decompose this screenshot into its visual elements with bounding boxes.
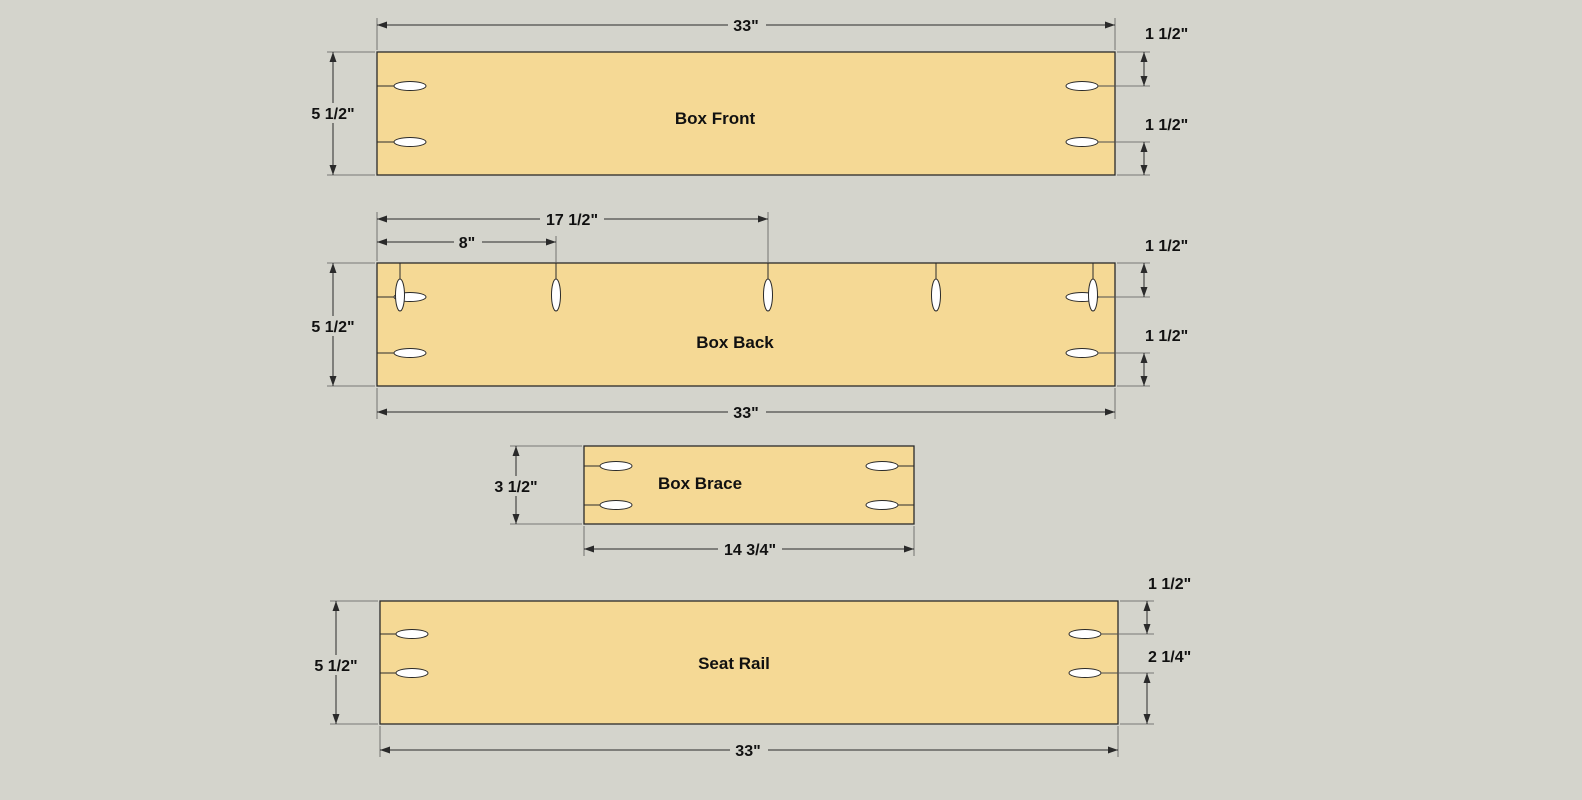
- box-back-first-spacing-text: 8": [459, 235, 475, 252]
- pocket-hole: [1065, 137, 1099, 147]
- box-back-label: Box Back: [696, 333, 774, 352]
- box-back-top-offset-text: 1 1/2": [1145, 238, 1188, 255]
- seat-rail-board: [379, 600, 1119, 725]
- seat-rail-label: Seat Rail: [698, 654, 770, 673]
- box-back-length-text: 33": [733, 405, 758, 422]
- pocket-hole: [1068, 629, 1102, 639]
- box-back-width-dimension: 5 1/2": [306, 262, 375, 387]
- seat-rail-top-offset-text: 1 1/2": [1148, 576, 1191, 593]
- box-back-top-slots: [395, 263, 1098, 312]
- box-back-length-dimension: 33": [376, 388, 1116, 422]
- box-front-length-dimension: 33": [376, 15, 1116, 50]
- pocket-hole: [395, 668, 429, 678]
- box-brace-part: Box Brace 3 1/2" 14 3/4": [489, 445, 915, 559]
- box-front-width-dimension: 5 1/2": [306, 51, 375, 176]
- box-back-hole-offset-dimensions: 1 1/2" 1 1/2": [1098, 238, 1188, 387]
- pocket-hole: [1068, 668, 1102, 678]
- box-front-label: Box Front: [675, 109, 756, 128]
- box-back-width-text: 5 1/2": [311, 319, 354, 336]
- box-back-part: Box Back: [306, 209, 1188, 422]
- box-back-board: [376, 262, 1116, 387]
- seat-rail-part: Seat Rail 5 1/2" 1 1/2" 2 1: [309, 576, 1191, 760]
- box-front-bottom-offset-text: 1 1/2": [1145, 117, 1188, 134]
- box-back-center-spacing-text: 17 1/2": [546, 212, 598, 229]
- box-front-width-text: 5 1/2": [311, 106, 354, 123]
- seat-rail-hole-offset-dimensions: 1 1/2" 2 1/4": [1101, 576, 1191, 725]
- pocket-hole: [865, 500, 899, 510]
- pocket-hole: [393, 348, 427, 358]
- slot: [395, 278, 405, 312]
- seat-rail-length-dimension: 33": [379, 726, 1119, 760]
- slot: [931, 278, 941, 312]
- box-brace-width-dimension: 3 1/2": [489, 445, 582, 525]
- box-brace-board: [583, 445, 915, 525]
- box-front-part: Box Front 33" 5 1/2": [306, 15, 1188, 176]
- pocket-hole: [599, 500, 633, 510]
- pocket-hole: [395, 629, 429, 639]
- pocket-hole: [1065, 81, 1099, 91]
- pocket-hole: [865, 461, 899, 471]
- seat-rail-length-text: 33": [735, 743, 760, 760]
- box-brace-pocket-holes: [584, 461, 914, 510]
- box-back-slot-spacing-dimensions: 17 1/2" 8": [376, 209, 769, 263]
- box-back-bottom-offset-text: 1 1/2": [1145, 328, 1188, 345]
- box-front-length-text: 33": [733, 18, 758, 35]
- box-brace-width-text: 3 1/2": [494, 479, 537, 496]
- box-brace-length-dimension: 14 3/4": [583, 526, 915, 559]
- seat-rail-bottom-offset-text: 2 1/4": [1148, 649, 1191, 666]
- slot: [1088, 278, 1098, 312]
- box-brace-label: Box Brace: [658, 474, 742, 493]
- box-front-board: [376, 51, 1116, 176]
- box-front-hole-offset-dimensions: 1 1/2" 1 1/2": [1098, 26, 1188, 176]
- slot: [763, 278, 773, 312]
- pocket-hole: [393, 81, 427, 91]
- seat-rail-pocket-holes: [380, 629, 1118, 678]
- seat-rail-width-text: 5 1/2": [314, 658, 357, 675]
- pocket-hole: [599, 461, 633, 471]
- seat-rail-width-dimension: 5 1/2": [309, 600, 378, 725]
- box-brace-length-text: 14 3/4": [724, 542, 776, 559]
- box-front-top-offset-text: 1 1/2": [1145, 26, 1188, 43]
- pocket-hole: [393, 137, 427, 147]
- slot: [551, 278, 561, 312]
- pocket-hole: [1065, 348, 1099, 358]
